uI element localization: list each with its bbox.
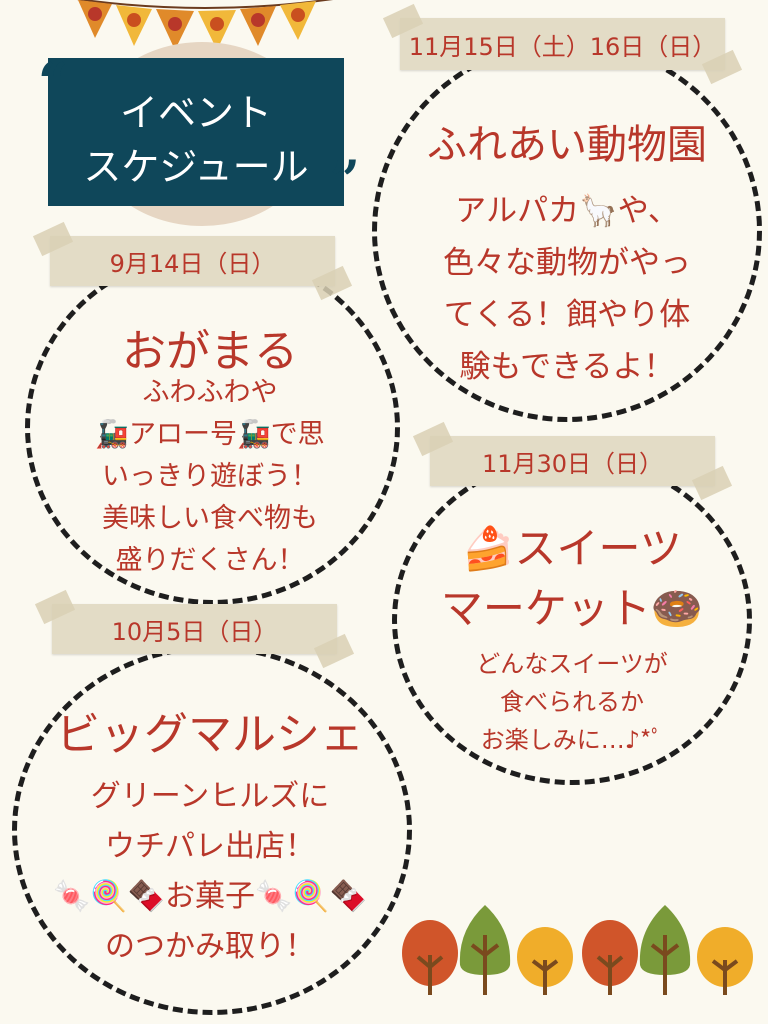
description-line: 🍬🍭🍫お菓子🍬🍭🍫	[52, 879, 368, 914]
event-date: 11月30日（日）	[481, 449, 664, 478]
tree-icon	[582, 920, 638, 995]
event-date: 10月5日（日）	[111, 617, 278, 646]
event-description: アルパカ🦙や、 色々な動物がやっ てくる！餌やり体 験もできるよ！	[402, 185, 732, 393]
description-line: どんなスイーツが	[476, 650, 668, 678]
date-tape-big-marche: 10月5日（日）	[52, 604, 337, 654]
event-description: グリーンヒルズに ウチパレ出店！ 🍬🍭🍫お菓子🍬🍭🍫 のつかみ取り！	[40, 772, 380, 972]
tree-icon	[517, 927, 573, 995]
event-title-line2: マーケット🍩	[440, 584, 704, 633]
tree-icon	[459, 905, 511, 995]
event-description: どんなスイーツが 食べられるか お楽しみに…♪*ﾟ	[412, 645, 732, 759]
event-title-line1: 🍰スイーツ	[462, 524, 682, 573]
description-line: いっきり遊ぼう！	[102, 461, 318, 492]
close-quote-mark: ”	[330, 150, 360, 211]
tree-icon	[697, 927, 753, 995]
event-title: ふれあい動物園	[427, 122, 707, 168]
description-line: 🚂アロー号🚂で思	[95, 419, 325, 450]
description-line: のつかみ取り！	[105, 929, 315, 964]
date-tape-ogamaru: 9月14日（日）	[50, 236, 335, 286]
description-line: 食べられるか	[500, 688, 644, 716]
autumn-trees-decoration	[400, 895, 760, 1005]
tree-icon	[402, 920, 458, 995]
description-line: アルパカ🦙や、	[455, 193, 679, 229]
description-line: 美味しい食べ物も	[102, 503, 318, 534]
banner-title-line1: イベント	[119, 91, 272, 135]
event-description: ふわふわや 🚂アロー号🚂で思 いっきり遊ぼう！ 美味しい食べ物も 盛りだくさん！	[60, 372, 360, 582]
banner-title-line2: スケジュール	[83, 145, 309, 189]
tree-icon	[639, 905, 691, 995]
event-date: 11月15日（土）16日（日）	[408, 32, 717, 61]
description-line: 験もできるよ！	[459, 349, 675, 385]
event-title: おがまる	[122, 326, 298, 377]
event-date: 9月14日（日）	[109, 249, 276, 278]
description-line: ウチパレ出店！	[105, 829, 315, 864]
description-line: グリーンヒルズに	[90, 779, 330, 814]
description-line: てくる！餌やり体	[443, 297, 691, 333]
description-line: 盛りだくさん！	[115, 545, 305, 576]
bunting-decoration	[70, 0, 340, 56]
schedule-banner: イベント スケジュール	[48, 58, 344, 206]
date-tape-petting-zoo: 11月15日（土）16日（日）	[400, 18, 725, 70]
open-quote-mark: “	[38, 52, 68, 113]
description-line: お楽しみに…♪*ﾟ	[480, 726, 664, 754]
description-line: ふわふわや	[142, 377, 278, 408]
date-tape-sweets-market: 11月30日（日）	[430, 436, 715, 486]
description-line: 色々な動物がやっ	[443, 245, 691, 281]
event-title: ビッグマルシェ	[56, 709, 364, 760]
